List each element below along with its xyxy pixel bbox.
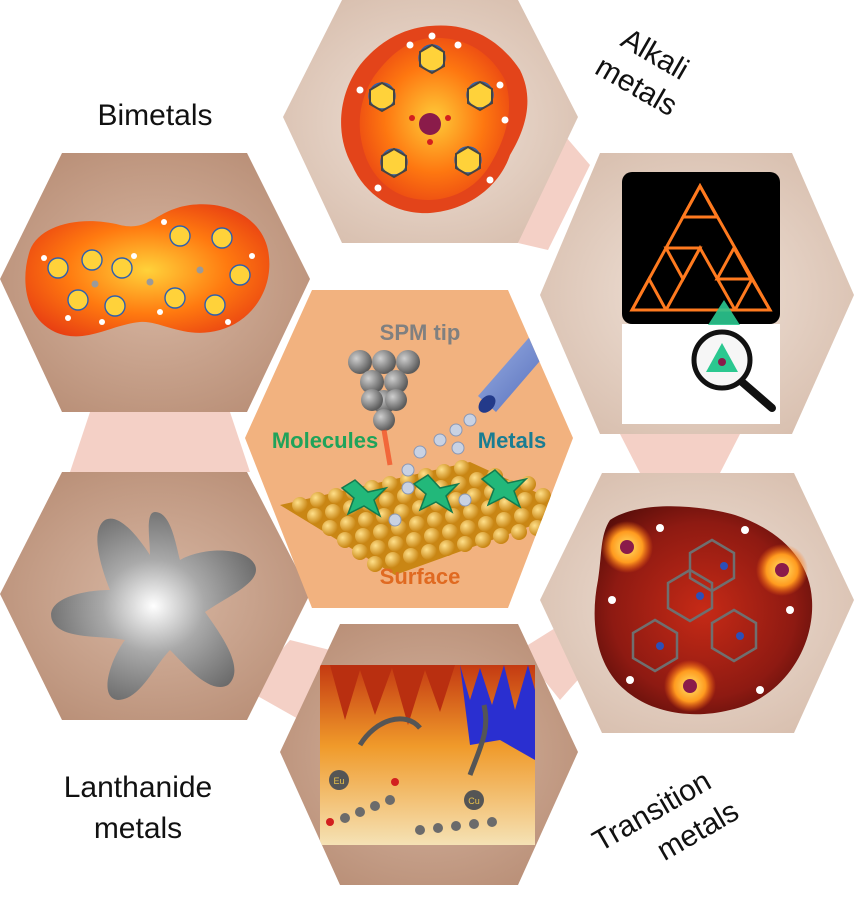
connector-botleft-bottom xyxy=(247,640,330,720)
inset-atom-right: Cu xyxy=(468,796,480,806)
inset-atom-left: Eu xyxy=(333,776,344,786)
hex-topleft-bimetals xyxy=(0,153,310,412)
spm-tip xyxy=(348,350,420,431)
connector-topright-botright xyxy=(620,434,740,473)
molecule-star-1 xyxy=(340,479,389,518)
transition-metal-atom-1 xyxy=(620,540,634,554)
label-lanthanide-line2: metals xyxy=(94,812,182,845)
molecule-star-2 xyxy=(412,474,461,514)
alkali-metal-atom xyxy=(419,113,441,135)
connector-topleft-botleft xyxy=(70,412,250,472)
hex-center-scheme: SPM tip Molecules Metals Surface xyxy=(245,290,573,608)
label-bimetals: Bimetals xyxy=(97,99,212,132)
hex-top-alkali xyxy=(283,0,578,243)
hex-botleft-lanthanide xyxy=(0,472,310,720)
hex-topright-fractal xyxy=(540,153,854,434)
fractal-highlight xyxy=(708,300,740,325)
label-alkali-metals: Alkali metals xyxy=(590,22,694,123)
molecule-star-3 xyxy=(480,469,529,509)
label-metals: Metals xyxy=(478,428,546,453)
label-transition-metals: Transition metals xyxy=(587,764,744,867)
lanthanide-star-shape xyxy=(51,512,256,700)
hex-bottom-inset: Eu Cu xyxy=(280,624,578,885)
label-lanthanide-line1: Lanthanide xyxy=(64,771,212,804)
label-surface: Surface xyxy=(380,564,461,589)
transition-metal-atom-2 xyxy=(775,563,789,577)
hex-botright-transition xyxy=(540,473,854,733)
label-spm-tip: SPM tip xyxy=(380,320,461,345)
magnifier-handle xyxy=(738,378,776,412)
transition-metal-atom-3 xyxy=(683,679,697,693)
connector-top-topright xyxy=(518,130,590,250)
label-molecules: Molecules xyxy=(272,428,378,453)
